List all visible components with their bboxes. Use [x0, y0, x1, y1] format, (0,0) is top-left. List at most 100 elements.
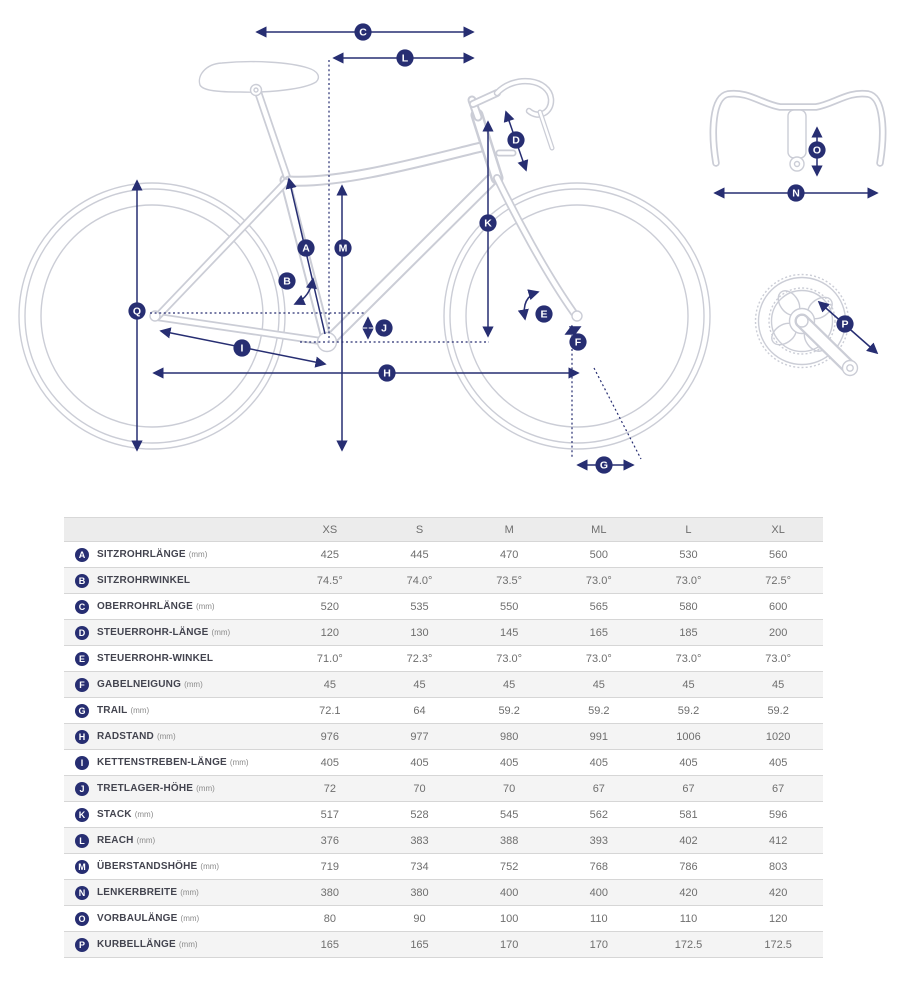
svg-text:N: N — [792, 188, 800, 200]
svg-text:M: M — [339, 243, 348, 255]
row-letter-badge: M — [75, 859, 89, 874]
row-unit-label: (mm) — [196, 784, 215, 793]
svg-text:E: E — [540, 309, 547, 321]
svg-text:C: C — [359, 27, 367, 39]
value-cell: 73.0° — [496, 652, 523, 665]
row-letter-badge: E — [75, 651, 89, 666]
row-label: TRAIL — [97, 705, 128, 716]
marker-l: L — [396, 49, 414, 67]
value-cell: 380 — [410, 886, 429, 899]
value-cell: 600 — [768, 600, 788, 613]
svg-text:K: K — [484, 218, 492, 230]
value-cell: 420 — [679, 886, 698, 899]
marker-j: J — [375, 319, 393, 337]
svg-text:A: A — [302, 243, 310, 255]
value-cell: 72 — [323, 782, 336, 795]
row-label: RADSTAND — [97, 731, 154, 742]
row-letter-badge: N — [75, 885, 89, 900]
value-cell: 768 — [589, 860, 608, 873]
value-cell: 67 — [592, 782, 605, 795]
value-cell: 73.0° — [675, 652, 702, 665]
value-cell: 565 — [589, 600, 608, 613]
saddle — [198, 60, 320, 97]
row-unit-label: (mm) — [211, 628, 231, 637]
row-label: STEUERROHR-WINKEL — [97, 653, 214, 664]
row-unit-label: (mm) — [195, 602, 215, 611]
value-cell: 405 — [410, 756, 429, 769]
svg-text:F: F — [575, 337, 582, 349]
value-cell: 393 — [589, 834, 608, 847]
value-cell: 412 — [768, 834, 788, 847]
pedal-boss — [841, 359, 859, 377]
rear-wheel — [18, 182, 286, 450]
row-letter-badge: L — [75, 833, 89, 848]
value-cell: 400 — [499, 886, 519, 899]
stem-clamp — [787, 109, 807, 159]
value-cell: 383 — [410, 834, 429, 847]
value-cell: 59.2 — [677, 704, 700, 717]
row-label: GABELNEIGUNG — [97, 679, 182, 690]
row-label: OBERROHRLÄNGE — [97, 601, 193, 612]
construction-lines — [150, 60, 642, 460]
row-label: KETTENSTREBEN-LÄNGE — [97, 757, 227, 768]
value-cell: 90 — [413, 912, 426, 925]
value-cell: 562 — [589, 808, 608, 821]
value-cell: 145 — [499, 626, 519, 639]
row-label: SITZROHRWINKEL — [97, 575, 191, 586]
row-letter-badge: P — [75, 937, 89, 952]
row-unit-label: (mm) — [188, 550, 208, 559]
value-cell: 976 — [320, 730, 339, 743]
value-cell: 64 — [413, 704, 426, 717]
marker-p: P — [836, 315, 854, 333]
value-cell: 45 — [503, 678, 516, 691]
marker-f: F — [569, 333, 587, 351]
marker-d: D — [507, 131, 525, 149]
marker-c: C — [354, 23, 372, 41]
geometry-diagram: C L Q A B M J I H K D E F G O N P — [18, 23, 887, 474]
row-letter-badge: I — [75, 755, 89, 770]
value-cell: 73.0° — [675, 574, 702, 587]
row-unit-label: (mm) — [178, 940, 198, 949]
value-cell: 70 — [413, 782, 426, 795]
value-cell: 74.0° — [406, 574, 433, 587]
value-cell: 130 — [410, 626, 429, 639]
value-cell: 500 — [589, 548, 608, 561]
value-cell: 165 — [320, 938, 339, 951]
value-cell: 200 — [768, 626, 788, 639]
value-cell: 376 — [320, 834, 339, 847]
dim-arrow-f-fork-offset — [564, 324, 582, 337]
row-unit-label: (mm) — [229, 758, 249, 767]
row-label-cell: I KETTENSTREBEN-LÄNGE(mm) — [64, 755, 285, 770]
row-label: VORBAULÄNGE — [97, 913, 178, 924]
marker-e: E — [535, 305, 553, 323]
value-cell: 445 — [410, 548, 429, 561]
row-label: LENKERBREITE — [97, 887, 178, 898]
value-cell: 405 — [768, 756, 788, 769]
row-unit-label: (mm) — [136, 836, 156, 845]
row-unit-label: (mm) — [180, 914, 200, 923]
row-letter-badge: K — [75, 807, 89, 822]
row-letter-badge: C — [75, 599, 89, 614]
rear-dropout — [149, 310, 161, 322]
value-cell: 120 — [320, 626, 339, 639]
column-header-l: L — [685, 523, 692, 536]
value-cell: 70 — [503, 782, 516, 795]
value-cell: 74.5° — [316, 574, 343, 587]
marker-m: M — [334, 239, 352, 257]
row-unit-label: (mm) — [184, 680, 203, 689]
row-label: STEUERROHR-LÄNGE — [97, 627, 209, 638]
